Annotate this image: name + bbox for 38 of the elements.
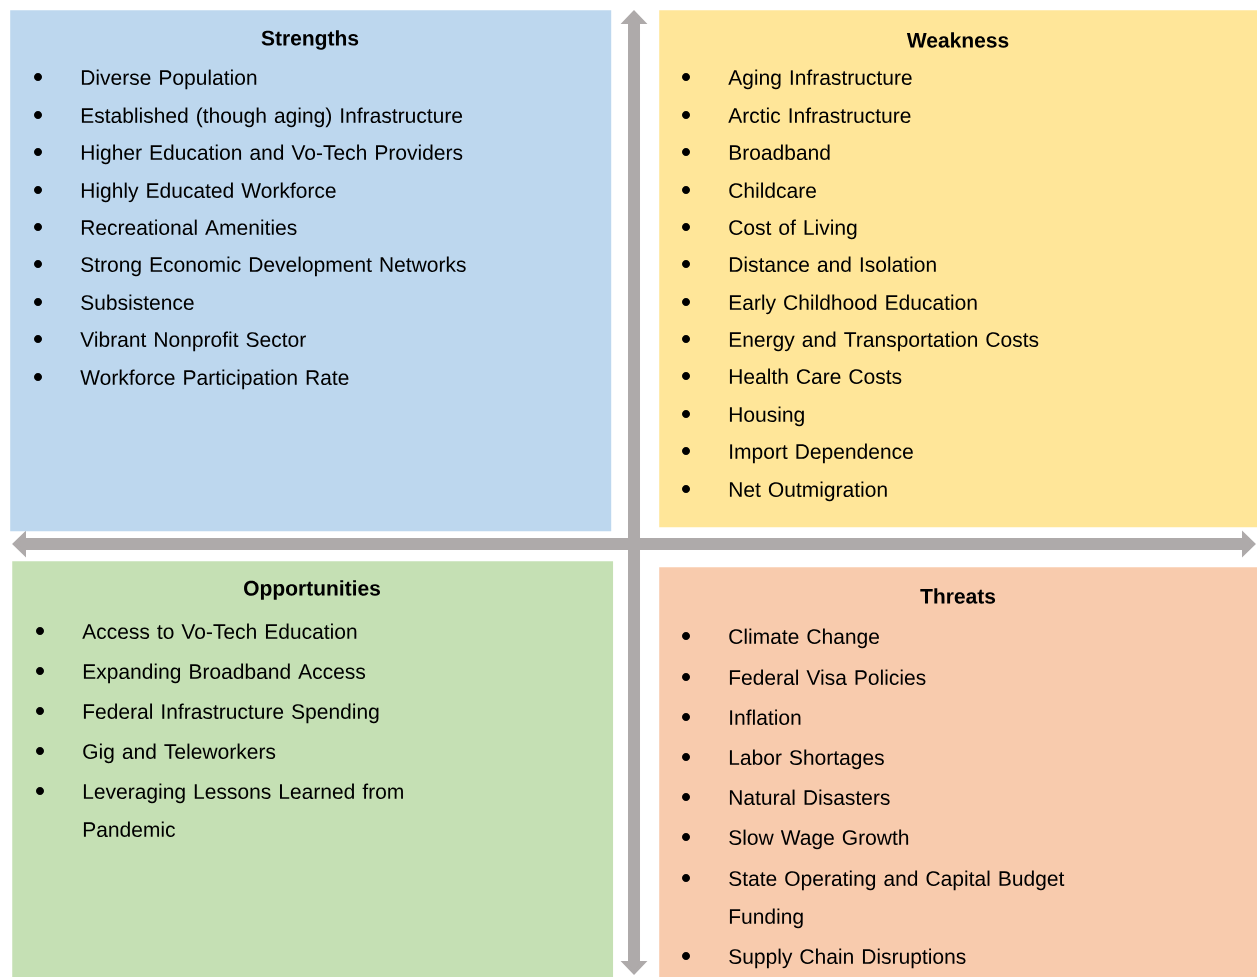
list-item: Net Outmigration: [682, 481, 887, 502]
list-item: Federal Visa Policies: [682, 669, 926, 685]
list-item: Climate Change: [682, 628, 879, 649]
list-item: Arctic Infrastructure: [682, 107, 911, 123]
list-item: Broadband: [682, 144, 830, 160]
list-item: Labor Shortages: [682, 749, 884, 770]
list-item: Highly Educated Workforce: [34, 182, 336, 203]
list-item: State Operating and Capital Budget Funding: [682, 870, 1065, 929]
list-item: Slow Wage Growth: [682, 829, 909, 850]
list-item: Access to Vo-Tech Education: [36, 623, 357, 639]
list-item: Higher Education and Vo-Tech Providers: [34, 144, 463, 165]
heading: Weakness: [906, 32, 1009, 48]
list-item: Established (though aging) Infrastructure: [34, 107, 463, 128]
heading: Threats: [920, 588, 996, 604]
list-item: Housing: [682, 406, 804, 427]
list-item: Federal Infrastructure Spending: [36, 703, 379, 724]
list-item: Gig and Teleworkers: [36, 743, 276, 764]
list-item: Vibrant Nonprofit Sector: [34, 331, 306, 352]
list-item: Recreational Amenities: [34, 219, 297, 235]
list-item: Aging Infrastructure: [682, 69, 912, 90]
list-item: Cost of Living: [682, 219, 857, 240]
list-item: Diverse Population: [34, 69, 257, 90]
list-item: Subsistence: [34, 294, 194, 310]
heading: Strengths: [261, 30, 359, 50]
list-item: Energy and Transportation Costs: [682, 331, 1039, 352]
list-item: Import Dependence: [682, 443, 913, 464]
heading: Opportunities: [244, 580, 380, 600]
list-item: Distance and Isolation: [682, 256, 936, 272]
list-item: Expanding Broadband Access: [36, 663, 366, 684]
list-item: Supply Chain Disruptions: [682, 948, 966, 969]
list-item: Workforce Participation Rate: [34, 369, 349, 390]
list-item: Strong Economic Development Networks: [34, 256, 466, 277]
list-item: Leveraging Lessons Learned from Pandemic: [36, 783, 403, 837]
list-item: Early Childhood Education: [682, 294, 977, 315]
list-item: Health Care Costs: [682, 368, 902, 384]
list-item: Natural Disasters: [682, 789, 890, 805]
list-item: Childcare: [682, 182, 816, 198]
list-item: Inflation: [682, 709, 801, 725]
